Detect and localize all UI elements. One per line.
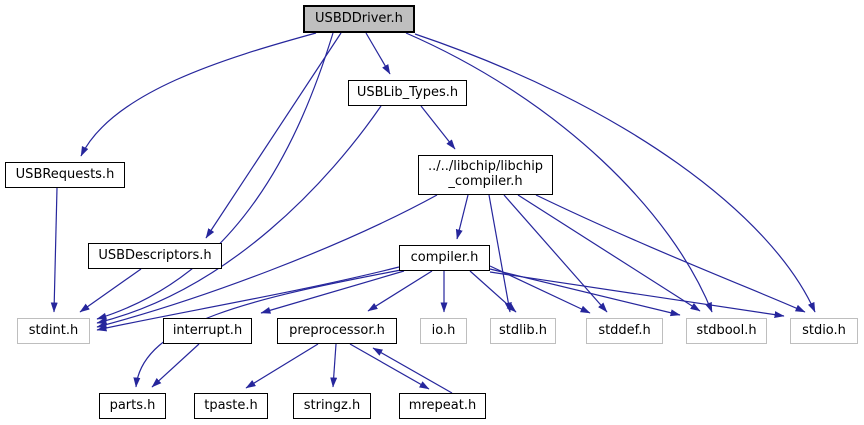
edge-compiler-h-to-stdio-h	[489, 271, 785, 319]
node-io-h: io.h	[420, 318, 467, 344]
edge-compiler-h-to-preprocessor-h	[367, 270, 433, 312]
node-label-compiler-h: compiler.h	[410, 249, 479, 265]
node-label-usbddriver-h: USBDDriver.h	[315, 10, 403, 26]
node-stdio-h: stdio.h	[790, 318, 858, 344]
node-label-stringz-h: stringz.h	[303, 397, 361, 413]
node-compiler-h[interactable]: compiler.h	[399, 245, 490, 271]
edge-libchip-compiler-h-to-compiler-h	[455, 194, 469, 240]
edge-libchip-compiler-h-to-stdbool-h	[517, 194, 701, 312]
node-label-stddef-h: stddef.h	[598, 322, 651, 338]
node-label-tpaste-h: tpaste.h	[204, 397, 258, 413]
node-stddef-h: stddef.h	[586, 318, 663, 344]
node-label-libchip-compiler-h: ../../libchip/libchip _compiler.h	[427, 159, 544, 189]
node-parts-h[interactable]: parts.h	[99, 393, 166, 419]
node-usblib-types-h[interactable]: USBLib_Types.h	[348, 80, 467, 106]
edge-preprocessor-h-to-tpaste-h	[245, 343, 319, 389]
edge-usbddriver-h-to-usbdescriptors-h	[205, 32, 342, 239]
node-label-usbrequests-h: USBRequests.h	[15, 166, 115, 182]
node-stdbool-h: stdbool.h	[686, 318, 767, 344]
edge-compiler-h-to-parts-h	[133, 269, 402, 388]
node-tpaste-h[interactable]: tpaste.h	[194, 393, 268, 419]
edge-usbddriver-h-to-stdbool-h	[405, 32, 713, 313]
node-label-preprocessor-h: preprocessor.h	[289, 322, 385, 338]
edge-compiler-h-to-stdint-h	[96, 266, 400, 332]
node-stdint-h: stdint.h	[17, 318, 90, 344]
node-stringz-h[interactable]: stringz.h	[293, 393, 371, 419]
node-interrupt-h[interactable]: interrupt.h	[163, 318, 252, 344]
edge-usbdescriptors-h-to-stdint-h	[79, 268, 142, 313]
node-label-stdlib-h: stdlib.h	[499, 322, 547, 338]
edge-usblib-types-h-to-libchip-compiler-h	[420, 105, 456, 150]
node-mrepeat-h[interactable]: mrepeat.h	[399, 393, 486, 419]
node-label-parts-h: parts.h	[109, 397, 156, 413]
edge-preprocessor-h-to-stringz-h	[330, 343, 338, 388]
edge-compiler-h-to-stdlib-h	[469, 270, 517, 313]
node-label-usblib-types-h: USBLib_Types.h	[356, 84, 459, 100]
edge-usbddriver-h-to-usbrequests-h	[80, 32, 317, 157]
node-stdlib-h: stdlib.h	[490, 318, 556, 344]
edge-libchip-compiler-h-to-stddef-h	[503, 194, 608, 313]
edge-mrepeat-h-to-preprocessor-h	[372, 347, 453, 394]
edge-usbddriver-h-to-stdint-h	[96, 32, 334, 320]
edge-usbrequests-h-to-stdint-h	[50, 187, 58, 313]
edge-interrupt-h-to-parts-h	[151, 343, 200, 388]
edge-libchip-compiler-h-to-stdint-h	[96, 194, 438, 328]
edge-preprocessor-h-to-mrepeat-h	[349, 343, 430, 390]
node-label-stdint-h: stdint.h	[28, 322, 79, 338]
edge-usblib-types-h-to-stdint-h	[96, 105, 382, 325]
node-label-stdbool-h: stdbool.h	[696, 322, 757, 338]
node-label-usbdescriptors-h: USBDescriptors.h	[98, 247, 212, 263]
edge-usbddriver-h-to-usblib-types-h	[365, 32, 391, 75]
edge-usbddriver-h-to-stdio-h	[414, 33, 816, 313]
node-label-interrupt-h: interrupt.h	[172, 322, 243, 338]
node-usbdescriptors-h[interactable]: USBDescriptors.h	[88, 243, 222, 269]
edge-libchip-compiler-h-to-stdio-h	[535, 194, 806, 313]
node-usbddriver-h[interactable]: USBDDriver.h	[303, 5, 415, 33]
node-libchip-compiler-h[interactable]: ../../libchip/libchip _compiler.h	[418, 155, 553, 195]
node-label-stdio-h: stdio.h	[802, 322, 846, 338]
node-label-mrepeat-h: mrepeat.h	[408, 397, 477, 413]
edge-compiler-h-to-interrupt-h	[260, 270, 405, 314]
node-usbrequests-h[interactable]: USBRequests.h	[5, 162, 125, 188]
node-label-io-h: io.h	[431, 322, 456, 338]
edge-libchip-compiler-h-to-stdlib-h	[488, 194, 512, 313]
node-preprocessor-h[interactable]: preprocessor.h	[277, 318, 397, 344]
edge-compiler-h-to-stddef-h	[489, 265, 591, 314]
